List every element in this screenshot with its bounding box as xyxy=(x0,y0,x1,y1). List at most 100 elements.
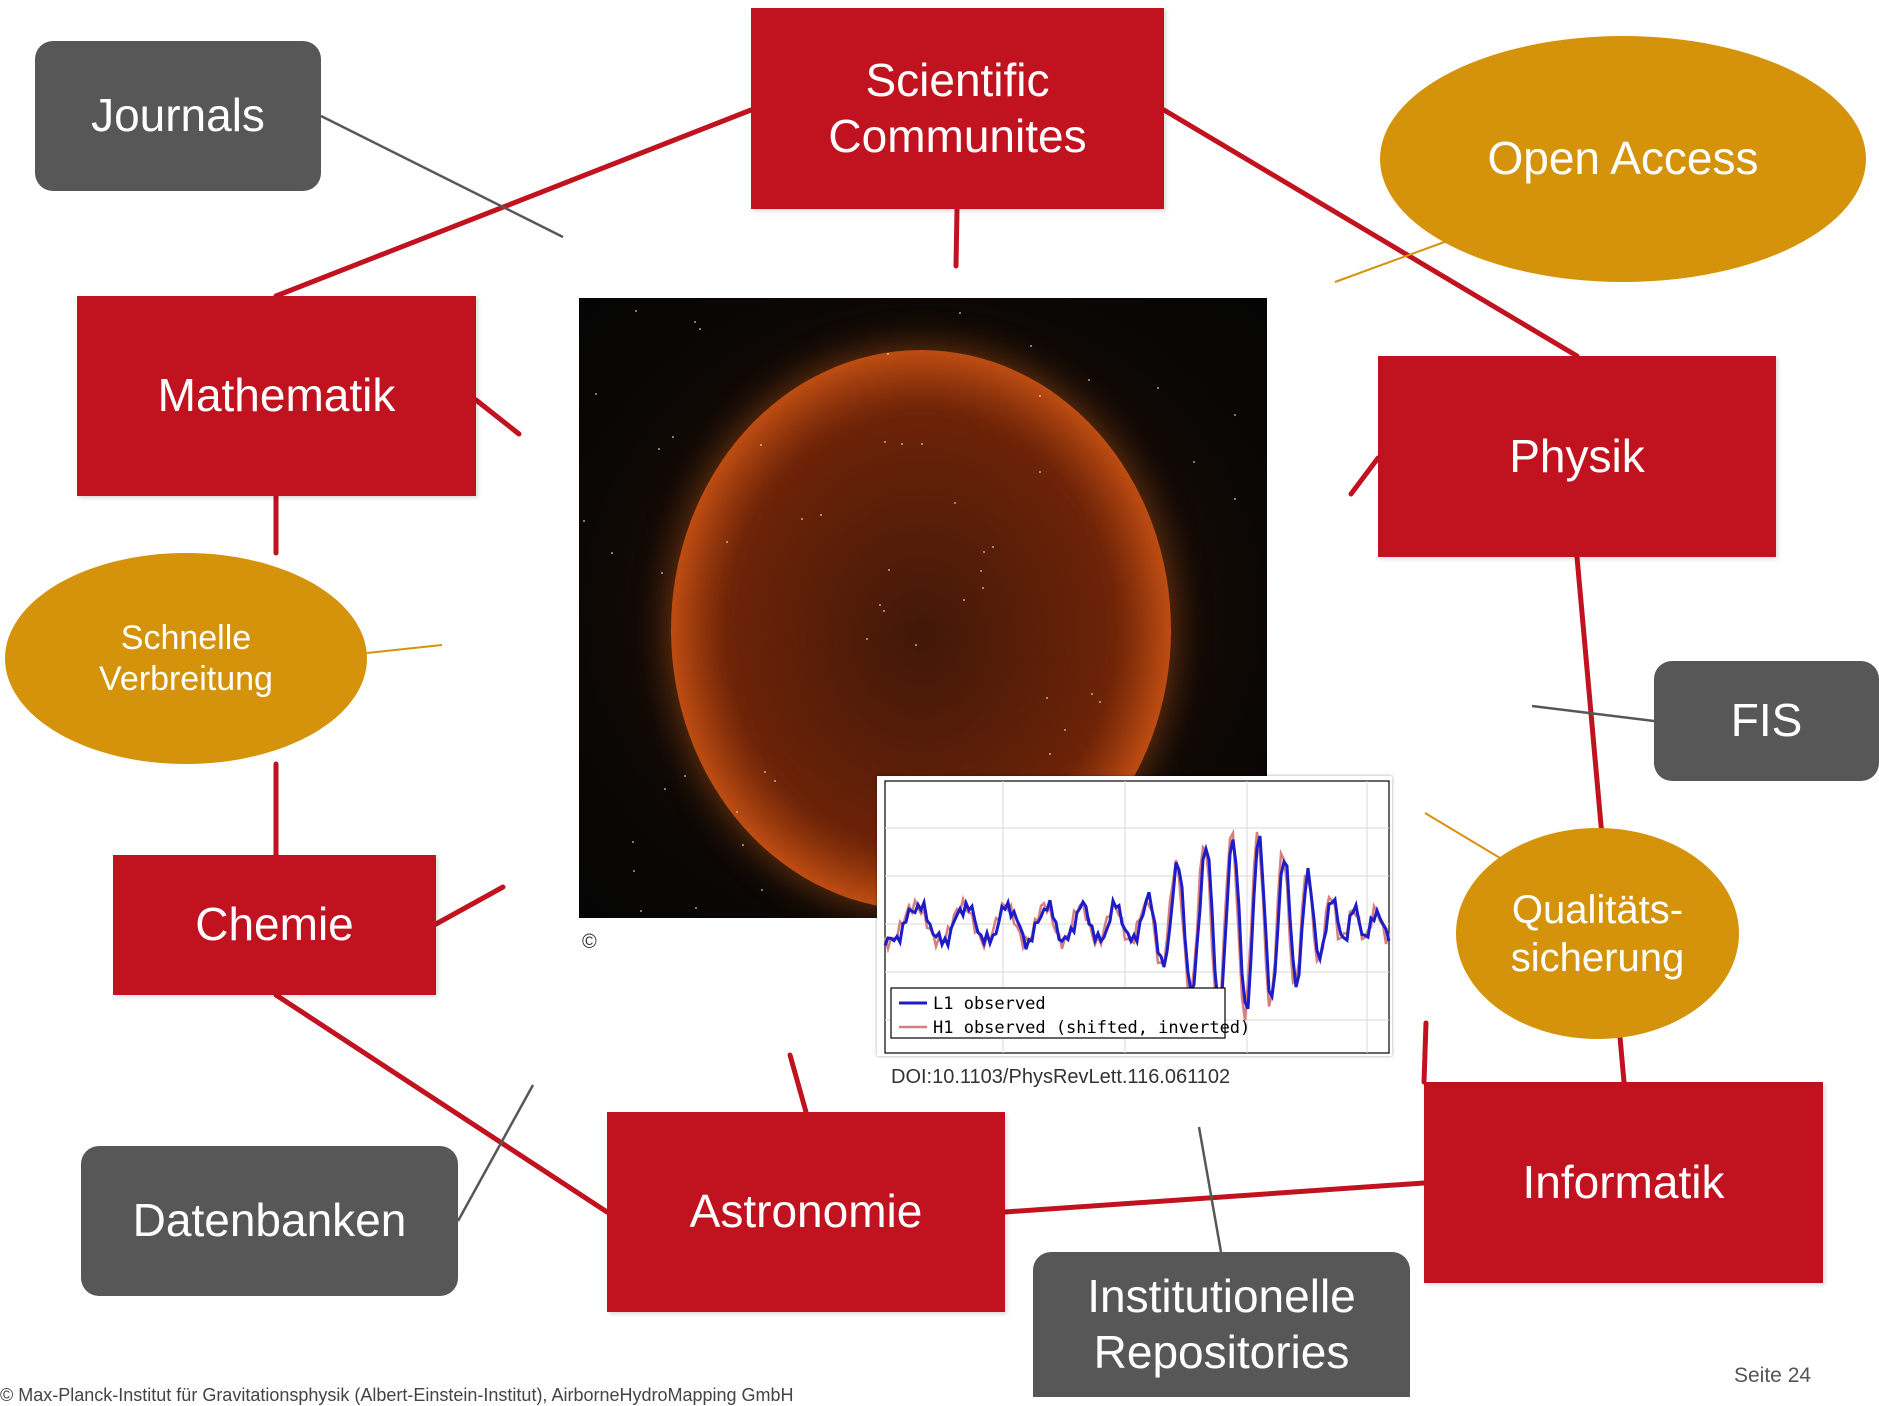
star-speck xyxy=(883,610,885,612)
connector-astronomie-spoke xyxy=(787,1052,809,1115)
star-speck xyxy=(983,551,985,553)
star-speck xyxy=(736,811,738,813)
connector-mathematik-spoke xyxy=(473,397,522,437)
star-speck xyxy=(774,780,776,782)
open-access-node: Open Access xyxy=(1380,36,1866,282)
star-speck xyxy=(1099,701,1101,703)
connector-chemie-spoke xyxy=(433,884,506,927)
informatik-label: Informatik xyxy=(1522,1155,1725,1208)
star-speck xyxy=(1039,395,1041,397)
connector-physik-spoke xyxy=(1348,455,1381,497)
star-speck xyxy=(684,775,686,777)
astronomie-label: Astronomie xyxy=(689,1185,923,1238)
institutionelle-repositories-label: Institutionelle Repositories xyxy=(1087,1270,1356,1378)
fis-node: FIS xyxy=(1654,661,1879,781)
footer-copyright: © Max-Planck-Institut für Gravitationsph… xyxy=(0,1385,794,1405)
l1-series-line xyxy=(883,835,1391,1012)
star-speck xyxy=(887,353,889,355)
h1-series-line xyxy=(883,828,1391,1021)
star-speck xyxy=(633,870,635,872)
star-speck xyxy=(1064,729,1066,731)
institutionelle-repositories-node: Institutionelle Repositories xyxy=(1033,1252,1410,1397)
connector-chemie-astronomie xyxy=(273,992,610,1215)
plot-doi: DOI:10.1103/PhysRevLett.116.061102 xyxy=(891,1066,1231,1088)
schnelle-verbreitung-label: Schnelle Verbreitung xyxy=(99,618,273,698)
star-speck xyxy=(595,393,597,395)
star-speck xyxy=(664,788,666,790)
star-speck xyxy=(1046,697,1048,699)
informatik-node: Informatik xyxy=(1424,1082,1823,1283)
star-speck xyxy=(992,546,994,548)
star-speck xyxy=(658,448,660,450)
star-speck xyxy=(801,518,803,520)
star-speck xyxy=(1234,414,1236,416)
schnelle-verbreitung-node: Schnelle Verbreitung xyxy=(5,553,367,764)
star-speck xyxy=(694,321,696,323)
star-speck xyxy=(1234,498,1236,500)
star-speck xyxy=(761,889,763,891)
star-speck xyxy=(695,907,697,909)
star-speck xyxy=(963,599,965,601)
qualitaetssicherung-node: Qualitäts- sicherung xyxy=(1456,828,1739,1039)
star-speck xyxy=(699,328,701,330)
chemie-label: Chemie xyxy=(195,898,354,951)
star-speck xyxy=(1039,471,1041,473)
star-speck xyxy=(879,604,881,606)
star-speck xyxy=(661,572,663,574)
star-speck xyxy=(921,443,923,445)
journals-label: Journals xyxy=(91,89,265,142)
gravitational-wave-plot: L1 observed H1 observed (shifted, invert… xyxy=(877,776,1392,1056)
mathematik-node: Mathematik xyxy=(77,296,476,496)
connector-schnelle xyxy=(366,644,443,654)
star-speck xyxy=(884,441,886,443)
star-speck xyxy=(1088,379,1090,381)
connector-scientific-physik xyxy=(1161,107,1580,359)
open-access-label: Open Access xyxy=(1487,132,1759,185)
star-speck xyxy=(954,502,956,504)
plot-svg: L1 observed H1 observed (shifted, invert… xyxy=(883,780,1391,1054)
star-speck xyxy=(760,444,762,446)
star-speck xyxy=(820,514,822,516)
star-speck xyxy=(611,552,613,554)
connector-scientific-spoke xyxy=(953,206,960,269)
star-speck xyxy=(959,312,961,314)
legend-h1: H1 observed (shifted, inverted) xyxy=(933,1018,1250,1038)
star-speck xyxy=(1030,345,1032,347)
star-speck xyxy=(764,771,766,773)
star-speck xyxy=(583,520,585,522)
physik-node: Physik xyxy=(1378,356,1776,557)
astronomie-node: Astronomie xyxy=(607,1112,1005,1312)
star-speck xyxy=(640,910,642,912)
physik-label: Physik xyxy=(1509,429,1645,482)
connector-institutionelle xyxy=(1197,1126,1223,1253)
star-speck xyxy=(982,587,984,589)
plot-legend: L1 observed H1 observed (shifted, invert… xyxy=(890,987,1250,1039)
star-speck xyxy=(726,541,728,543)
datenbanken-label: Datenbanken xyxy=(132,1194,407,1247)
connector-journals xyxy=(320,114,564,239)
connector-scientific-mathematik xyxy=(273,107,754,299)
star-speck xyxy=(901,443,903,445)
star-speck xyxy=(632,841,634,843)
chemie-node: Chemie xyxy=(113,855,436,995)
datenbanken-node: Datenbanken xyxy=(81,1146,458,1296)
fis-label: FIS xyxy=(1730,694,1803,747)
star-speck xyxy=(866,638,868,640)
star-speck xyxy=(980,570,982,572)
connector-open-access xyxy=(1334,239,1451,283)
connector-fis xyxy=(1531,704,1655,723)
scientific-communities-node: Scientific Communites xyxy=(751,8,1164,209)
star-speck xyxy=(742,844,744,846)
star-speck xyxy=(1049,753,1051,755)
page-number: Seite 24 xyxy=(1734,1364,1812,1387)
connector-astronomie-informatik xyxy=(1002,1180,1427,1215)
connector-datenbanken xyxy=(456,1084,535,1222)
connector-informatik-spoke xyxy=(1421,1020,1429,1085)
scientific-communities-label: Scientific Communites xyxy=(828,54,1087,162)
photo-copyright: © xyxy=(582,931,597,953)
connector-qualitaet xyxy=(1424,812,1501,859)
qualitaetssicherung-label: Qualitäts- sicherung xyxy=(1510,887,1685,980)
star-speck xyxy=(1091,693,1093,695)
star-speck xyxy=(915,644,917,646)
